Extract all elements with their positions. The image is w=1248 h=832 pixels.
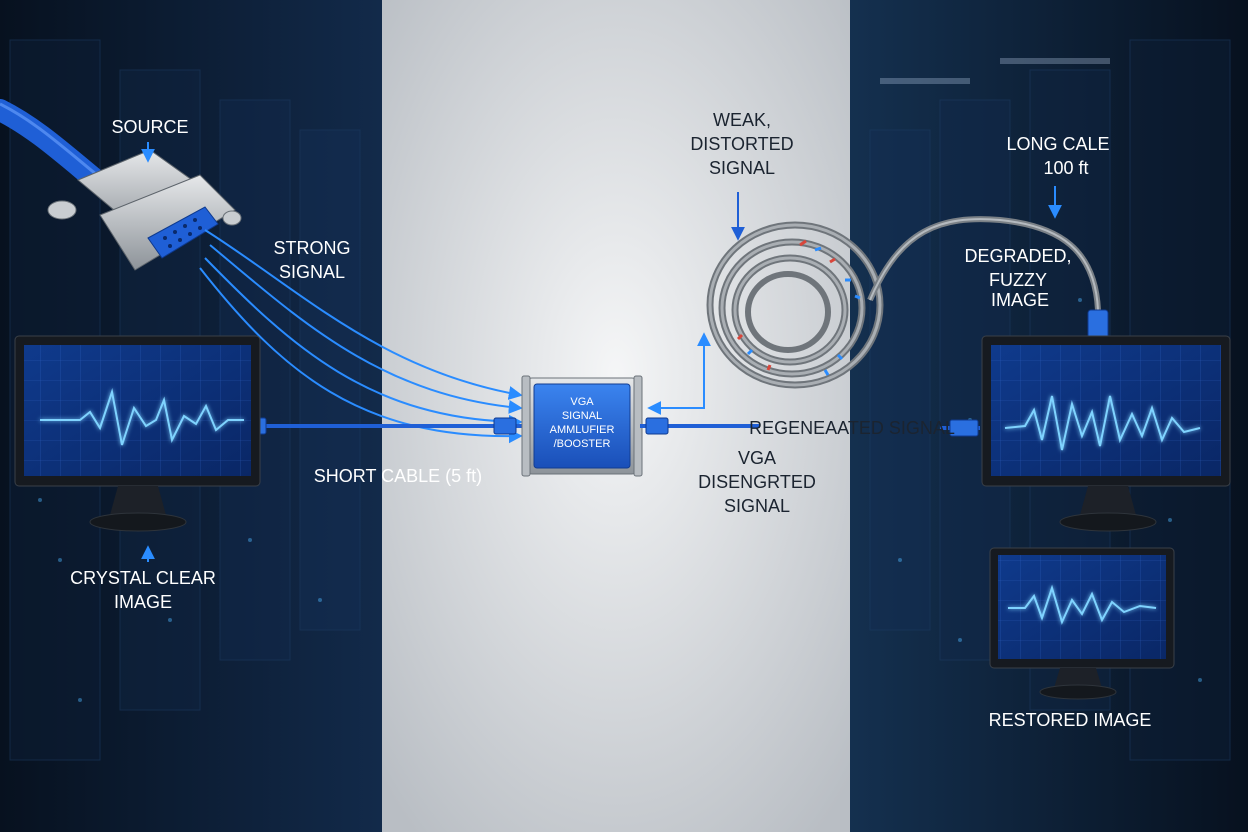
amplifier-label-2: SIGNAL	[562, 410, 602, 422]
weak-signal-label-3: SIGNAL	[709, 158, 775, 178]
restored-waveform	[1008, 584, 1157, 625]
amplifier-label-4: /BOOSTER	[554, 438, 611, 450]
left-monitor	[14, 335, 261, 532]
weak-signal-label-1: WEAK,	[713, 110, 771, 130]
vga-disengrted-label-1: VGA	[738, 448, 776, 468]
weak-signal-label-2: DISTORTED	[690, 134, 793, 154]
feedback-arrow	[647, 332, 711, 415]
amplifier-label-3: AMMLUFIER	[550, 424, 615, 436]
restored-image-label: RESTORED IMAGE	[989, 710, 1152, 730]
crystal-clear-label-2: IMAGE	[114, 592, 172, 612]
amplifier-box-icon: VGA SIGNAL AMMLUFIER /BOOSTER	[521, 375, 643, 477]
annotation-arrows	[141, 142, 1062, 562]
strong-signal-label-1: STRONG	[273, 238, 350, 258]
cable-coil-icon	[706, 216, 1101, 389]
strong-signal-label-2: SIGNAL	[279, 262, 345, 282]
short-cable-label: SHORT CABLE (5 ft)	[314, 466, 482, 486]
degraded-label-2: FUZZY	[989, 270, 1047, 290]
long-cable-label-2: 100 ft	[1043, 158, 1088, 178]
amplifier-label-1: VGA	[570, 396, 594, 408]
right-monitor	[981, 335, 1231, 532]
long-cable-label-1: LONG CALE	[1006, 134, 1109, 154]
source-label: SOURCE	[111, 117, 188, 137]
clean-waveform	[40, 388, 244, 446]
vga-connector-icon	[47, 149, 242, 271]
strong-signal-lines	[199, 229, 523, 444]
regenerated-signal-label: REGENEAATED SIGNAL	[749, 418, 955, 438]
restored-monitor	[989, 547, 1175, 700]
fuzzy-waveform	[1004, 395, 1201, 451]
degraded-label-3: IMAGE	[991, 290, 1049, 310]
degraded-label-1: DEGRADED,	[964, 246, 1071, 266]
vga-disengrted-label-3: SIGNAL	[724, 496, 790, 516]
crystal-clear-label-1: CRYSTAL CLEAR	[70, 568, 216, 588]
vga-disengrted-label-2: DISENGRTED	[698, 472, 816, 492]
